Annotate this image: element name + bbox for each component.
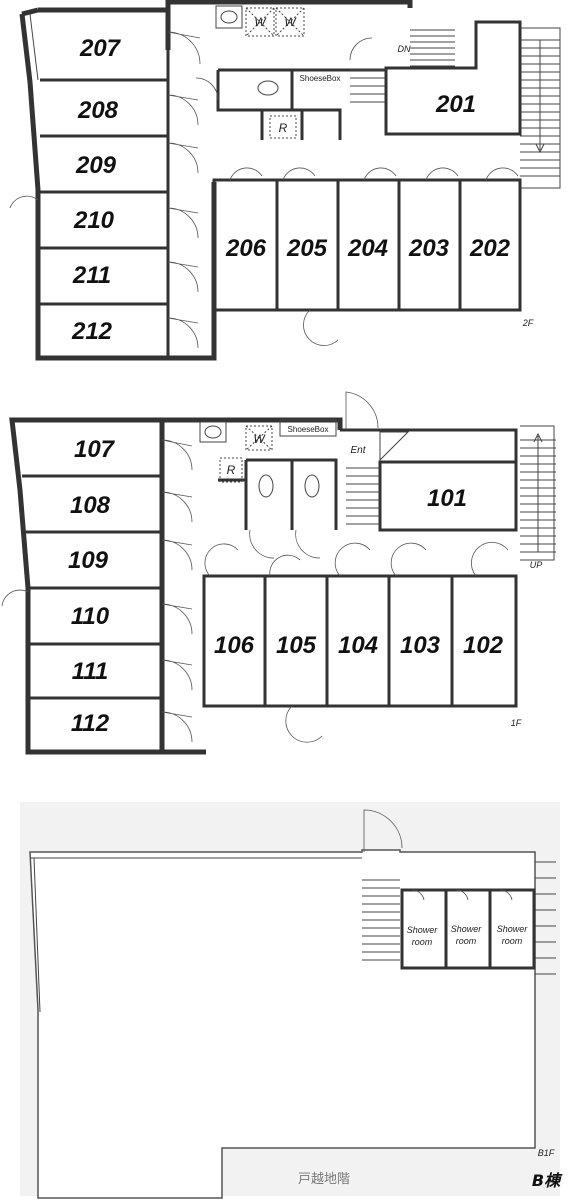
toilet-1f-2 [304, 474, 320, 498]
washer-1f [245, 425, 273, 451]
floor-label-b1f: B1F [538, 1148, 555, 1158]
wall-2f-207-window [29, 13, 39, 81]
shower-room-1-line1: Shower [407, 925, 439, 935]
doors-2f [9, 31, 519, 349]
room-201: 201 [435, 91, 476, 118]
room-107: 107 [74, 436, 116, 463]
wall-1f-entrance [340, 428, 518, 462]
stairs-1f [346, 425, 556, 561]
room-211: 211 [72, 262, 111, 289]
wall-2f-south-block [212, 178, 522, 312]
room-206: 206 [225, 235, 267, 262]
wall-2f-201 [384, 20, 522, 136]
washer-label-2f-2: W [284, 15, 297, 29]
floor-label-1f: 1F [511, 718, 522, 728]
stair-label-1f: UP [530, 560, 543, 570]
washer-2f-2 [275, 7, 305, 37]
stairs-b1f [362, 861, 556, 975]
stairs-2f [350, 27, 561, 189]
wall-2f-room-dividers [40, 78, 168, 306]
room-203: 203 [408, 235, 450, 262]
room-105: 105 [276, 632, 317, 659]
fridge-1f [219, 457, 243, 483]
room-109: 109 [68, 547, 109, 574]
room-102: 102 [463, 632, 504, 659]
shower-room-3-line1: Shower [497, 924, 529, 934]
room-204: 204 [347, 235, 388, 262]
doors-1f [1, 391, 509, 743]
fridge-2f [269, 115, 297, 139]
wall-1f-101 [378, 460, 518, 532]
wall-2f-south-dividers [275, 180, 462, 310]
shoebox-1f [279, 419, 337, 437]
washer-label-2f-1: W [254, 15, 267, 29]
shoebox-label-1f: ShoeseBox [288, 425, 329, 434]
floor-b1f: Shower room Shower room Shower room B1F … [20, 802, 563, 1199]
entrance-label-1f: Ent [350, 445, 366, 456]
fridge-label-2f: R [279, 121, 288, 135]
sink-2f [215, 5, 243, 29]
room-207: 207 [79, 35, 122, 62]
wall-2f-fridge-block [260, 108, 342, 140]
wall-1f-south-dividers [263, 576, 454, 706]
wall-1f-top [162, 417, 343, 755]
building-label: B棟 [532, 1171, 563, 1190]
room-202: 202 [469, 235, 511, 262]
washer-2f-1 [245, 7, 275, 37]
room-111: 111 [72, 658, 108, 685]
room-110: 110 [71, 603, 110, 630]
shower-room-3-line2: room [502, 936, 523, 946]
room-101: 101 [427, 485, 467, 512]
room-112: 112 [71, 710, 110, 737]
toilet-1f-1 [258, 474, 274, 498]
room-205: 205 [286, 235, 328, 262]
room-106: 106 [214, 632, 255, 659]
room-108: 108 [70, 492, 111, 519]
room-210: 210 [73, 207, 115, 234]
room-104: 104 [338, 632, 378, 659]
room-209: 209 [75, 152, 117, 179]
stair-label-2f: DN [398, 44, 411, 54]
shoebox-label-2f: ShoeseBox [300, 74, 341, 83]
shower-room-2-line1: Shower [451, 924, 483, 934]
b1f-door [363, 809, 403, 852]
shower-rooms [400, 888, 536, 970]
room-212: 212 [71, 318, 113, 345]
wall-1f-west [9, 417, 165, 755]
floor-2f: 207 208 209 210 211 212 206 205 204 203 … [9, 0, 561, 361]
wall-1f-toilets [244, 458, 338, 530]
wall-1f-south-block [202, 574, 518, 708]
shower-room-1-line2: room [412, 937, 433, 947]
fridge-label-1f: R [227, 463, 236, 477]
wall-2f-west [19, 7, 217, 361]
bottom-note: 戸越地階 [298, 1172, 350, 1187]
washer-label-1f: W [253, 432, 266, 446]
toilet-2f [257, 80, 279, 96]
floor-label-2f: 2F [522, 318, 534, 328]
room-103: 103 [400, 632, 441, 659]
wall-1f-room-dividers [22, 474, 162, 700]
floor-1f: 107 108 109 110 111 112 106 105 104 103 … [1, 391, 556, 755]
b1f-outline [29, 849, 536, 1199]
wall-2f-top [165, 0, 413, 10]
sink-1f [199, 421, 227, 443]
room-208: 208 [77, 97, 119, 124]
shower-room-2-line2: room [456, 936, 477, 946]
